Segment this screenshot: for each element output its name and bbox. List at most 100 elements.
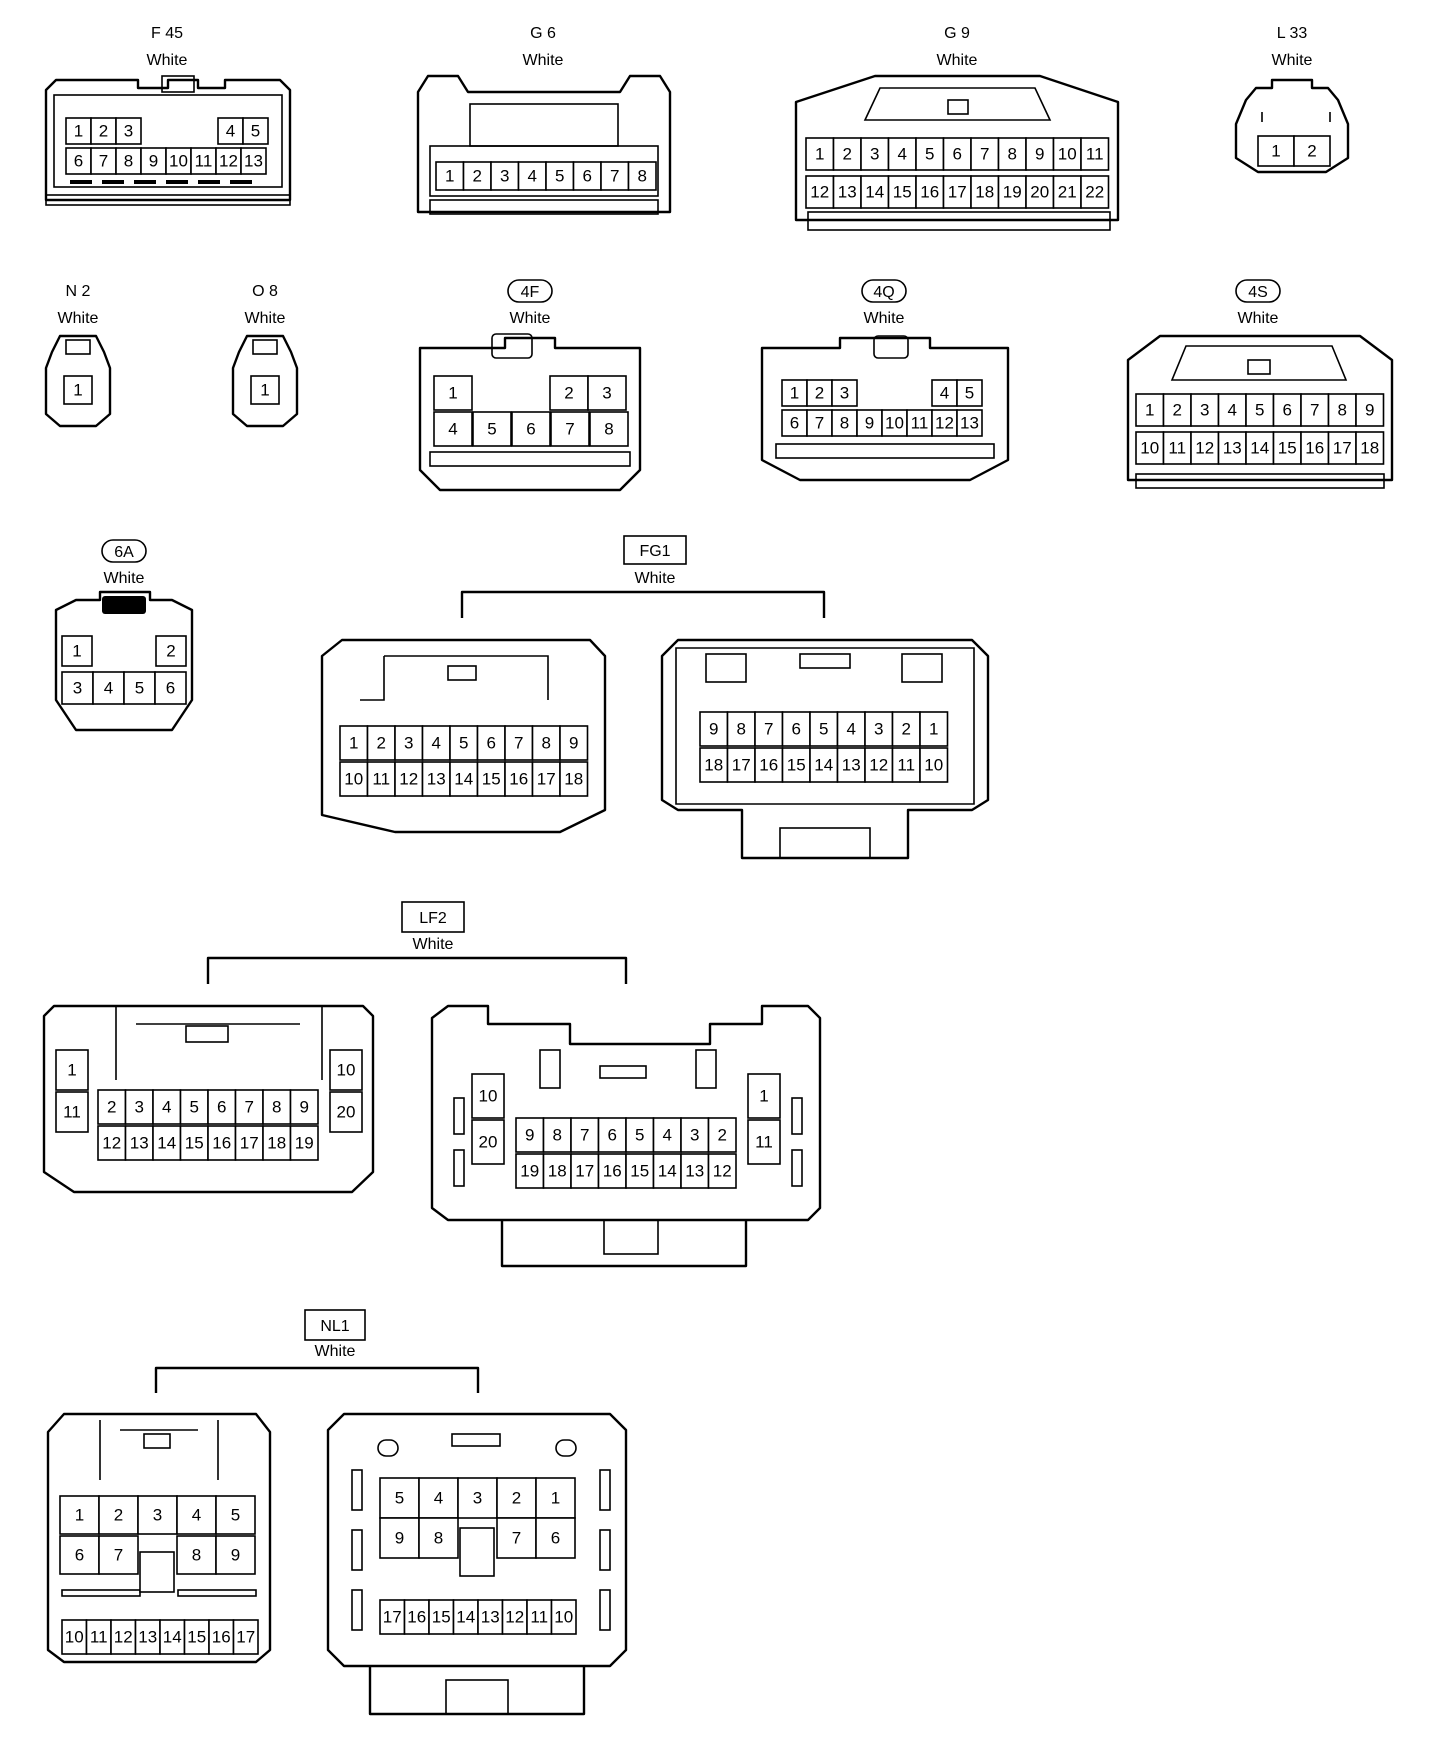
pin-cell: 4 [931, 379, 958, 407]
pin-number: 3 [874, 720, 883, 739]
pin-number: 9 [1035, 145, 1044, 164]
pin-number: 4 [1228, 401, 1237, 420]
pin-cell: 12 [215, 147, 242, 175]
pin-cell: 8 [1327, 393, 1357, 427]
pin-number: 15 [1278, 439, 1297, 458]
pin-cell: 16 [1300, 431, 1330, 465]
pin-number: 16 [603, 1162, 622, 1181]
pin-number: 1 [448, 384, 457, 403]
pin-cell: 6 [476, 725, 506, 761]
pin-number: 6 [166, 679, 175, 698]
pin-cell: 20 [1025, 175, 1055, 209]
pin-number: 7 [512, 1529, 521, 1548]
guide-rail [453, 1149, 465, 1187]
pin-cell: 5 [242, 117, 269, 145]
connector-color: White [937, 52, 978, 69]
pin-cell: 5 [449, 725, 479, 761]
pin-cell: 16 [504, 761, 534, 797]
pin-cell: 7 [1300, 393, 1330, 427]
pin-number: 22 [1085, 183, 1104, 202]
pin-cell: 1 [433, 375, 473, 411]
pin-cell: 8 [262, 1089, 292, 1125]
pin-cell: 3 [864, 711, 894, 747]
pin-cell: 5 [215, 1495, 256, 1535]
pin-cell: 14 [1245, 431, 1275, 465]
connector-tag [1235, 279, 1281, 303]
connector-n2: N 2 White 1 [44, 283, 112, 428]
pin-number: 6 [217, 1098, 226, 1117]
pin-cell: 4 [652, 1117, 682, 1153]
pin-number: 8 [737, 720, 746, 739]
connector-code: 4Q [873, 284, 894, 301]
pin-cell: 15 [183, 1619, 210, 1655]
pin-number: 5 [135, 679, 144, 698]
guide-rail [453, 1097, 465, 1135]
pin-number: 13 [960, 414, 979, 433]
pin-cell: 7 [90, 147, 117, 175]
connector-tag [101, 539, 147, 563]
pin-number: 18 [564, 770, 583, 789]
connector-code: 4S [1248, 284, 1268, 301]
pin-cell: 11 [906, 409, 933, 437]
pin-number: 14 [865, 183, 884, 202]
pin-cell: 2 [98, 1495, 139, 1535]
pin-cell: 21 [1052, 175, 1082, 209]
pin-cell: 2 [155, 635, 187, 667]
pin-cell: 10 [339, 761, 369, 797]
pin-number: 20 [479, 1133, 498, 1152]
pin-number: 16 [509, 770, 528, 789]
pin-cell: 9 [140, 147, 167, 175]
pin-number: 6 [1283, 401, 1292, 420]
pin-number: 17 [1333, 439, 1352, 458]
pin-cell: 5 [179, 1089, 209, 1125]
pin-cell: 3 [1190, 393, 1220, 427]
pin-number: 2 [815, 384, 824, 403]
pin-number: 11 [530, 1608, 548, 1627]
pin-number: 6 [953, 145, 962, 164]
pin-number: 1 [1145, 401, 1154, 420]
pin-cell: 8 [589, 411, 629, 447]
pin-number: 3 [1200, 401, 1209, 420]
latch-mark [198, 180, 220, 184]
pin-number: 18 [1360, 439, 1379, 458]
pin-cell: 15 [1272, 431, 1302, 465]
pin-cell: 9 [699, 711, 729, 747]
pin-number: 8 [1008, 145, 1017, 164]
pin-number: 19 [520, 1162, 539, 1181]
pin-cell: 11 [1162, 431, 1192, 465]
pin-cell: 10 [61, 1619, 88, 1655]
pin-number: 1 [551, 1489, 560, 1508]
pin-cell: 7 [234, 1089, 264, 1125]
pin-number: 11 [63, 1103, 81, 1122]
pin-cell: 2 [707, 1117, 737, 1153]
connector-color: White [1238, 310, 1279, 327]
connector-color: White [413, 936, 454, 953]
pin-number: 11 [911, 414, 929, 433]
pin-number: 1 [929, 720, 938, 739]
pin-number: 6 [583, 167, 592, 186]
pin-number: 7 [580, 1126, 589, 1145]
pin-cell: 9 [559, 725, 589, 761]
pin-number: 17 [240, 1134, 259, 1153]
pin-number: 18 [975, 183, 994, 202]
pin-number: 15 [482, 770, 501, 789]
connector-code: 4F [521, 284, 540, 301]
cavity-blank [459, 1527, 495, 1577]
pin-number: 7 [114, 1546, 123, 1565]
pin-cell: 6 [65, 147, 92, 175]
pin-cell: 1 [61, 635, 93, 667]
pin-cell: 10 [329, 1049, 363, 1091]
pin-cell: 3 [124, 1089, 154, 1125]
pin-number: 4 [898, 145, 907, 164]
pin-number: 12 [869, 756, 888, 775]
pin-number: 15 [893, 183, 912, 202]
pin-number: 6 [74, 152, 83, 171]
pin-cell: 13 [240, 147, 267, 175]
pin-cell: 18 [542, 1153, 572, 1189]
pin-number: 20 [337, 1103, 356, 1122]
connector-code: 6A [114, 544, 134, 561]
pin-number: 8 [434, 1529, 443, 1548]
